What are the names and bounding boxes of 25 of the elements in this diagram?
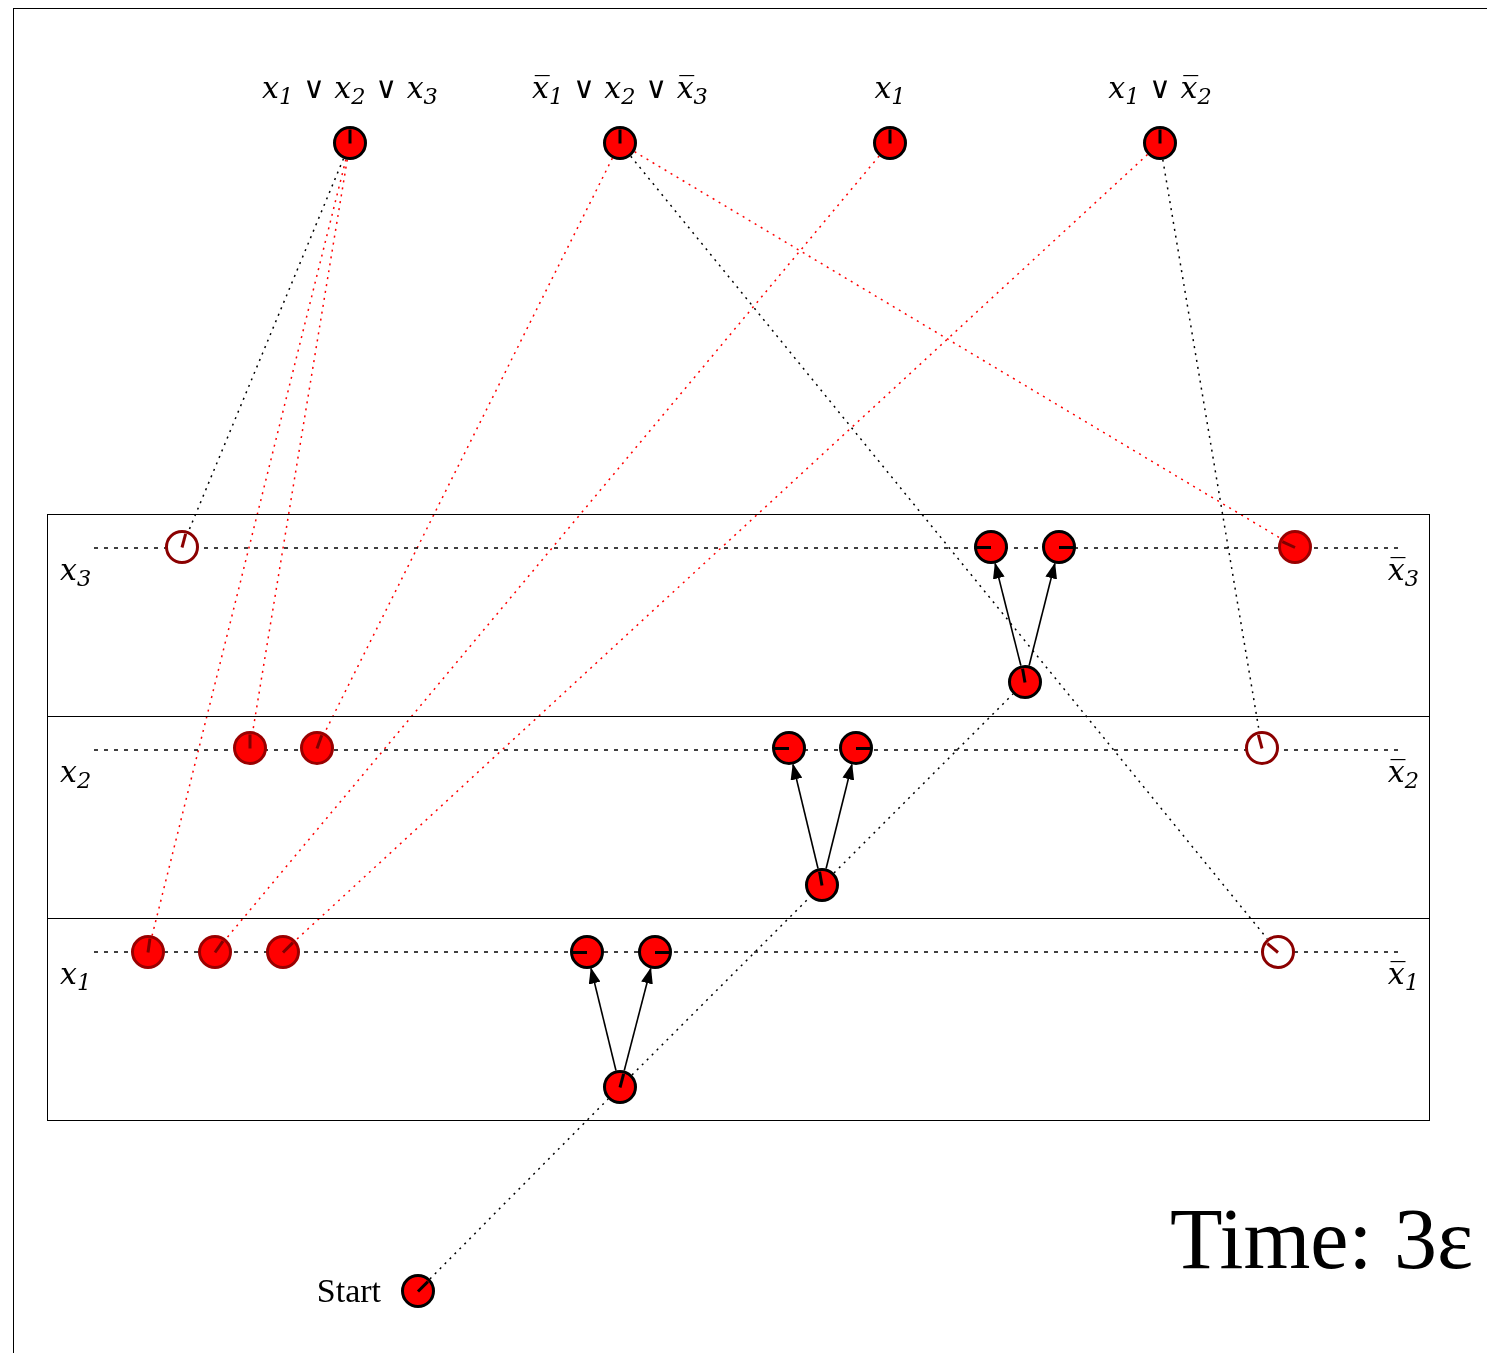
variable-band [47,514,1430,717]
time-label: Time: 3ε [1170,1196,1473,1282]
arrow [825,763,855,870]
negated-variable-label: x̅$_{3}$ [1387,555,1419,585]
start-label: Start [316,1274,381,1308]
clause-label: x$_{1}$ ∨ x̅$_{2}$ [1108,69,1212,110]
clause-label: x$_{1}$ ∨ x$_{2}$ ∨ x$_{3}$ [262,69,438,110]
dotted-connector [833,693,1014,874]
arrow [790,763,819,870]
negated-variable-label: x̅$_{1}$ [1387,959,1419,989]
dotted-connector [429,1098,609,1280]
negated-variable-label: x̅$_{2}$ [1387,757,1419,787]
clause-label: x̅$_{1}$ ∨ x$_{2}$ ∨ x̅$_{3}$ [532,69,708,110]
arrow [588,967,617,1072]
variable-band [47,716,1430,919]
arrow [993,562,1022,667]
dotted-connector [630,155,1268,940]
variable-band [47,918,1430,1121]
variable-label: x$_{3}$ [60,555,92,585]
variable-label: x$_{1}$ [60,959,92,989]
arrow [1028,562,1057,667]
dotted-connector [151,158,347,937]
variable-label: x$_{2}$ [60,757,92,787]
clause-label: x$_{1}$ [874,69,906,110]
arrow [623,967,653,1072]
